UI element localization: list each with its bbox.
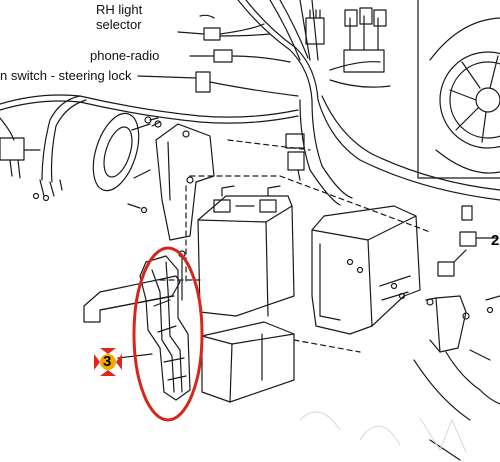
left-wiring-loom — [0, 94, 299, 202]
rh-light-selector-line-1: RH light — [96, 2, 143, 17]
alignment-lines — [159, 139, 431, 353]
battery — [197, 185, 295, 317]
phone-radio-connector — [213, 49, 233, 63]
battery-cover — [311, 205, 421, 335]
mounting-bracket — [144, 116, 215, 241]
support-arm — [83, 275, 181, 323]
rh-light-selector-connector — [203, 27, 221, 41]
small-connectors-right — [285, 133, 500, 405]
rh-light-selector-leader — [177, 31, 205, 35]
wire-harness — [237, 0, 500, 206]
highlight-circle — [132, 246, 204, 422]
horn-drawing — [92, 112, 151, 214]
rh-light-selector-line-2: selector — [96, 17, 142, 32]
edge-number-callout: 2 — [491, 232, 500, 249]
crosshair-arrows-icon — [94, 348, 122, 376]
connector-block-top-right — [343, 7, 387, 73]
highlighted-part — [139, 250, 191, 401]
ignition-switch-leader — [137, 75, 197, 79]
watermark — [299, 411, 467, 453]
part-number-callout: 3 — [103, 353, 112, 370]
ignition-switch-label: n switch - steering lock — [0, 68, 132, 83]
phone-radio-label: phone-radio — [90, 48, 160, 63]
rh-light-selector-label: RH light selector — [96, 2, 142, 32]
ignition-switch-connector — [195, 71, 211, 93]
battery-tray — [201, 321, 295, 403]
bottom-right-wires — [413, 349, 491, 461]
wheel-drawing — [417, 0, 500, 179]
